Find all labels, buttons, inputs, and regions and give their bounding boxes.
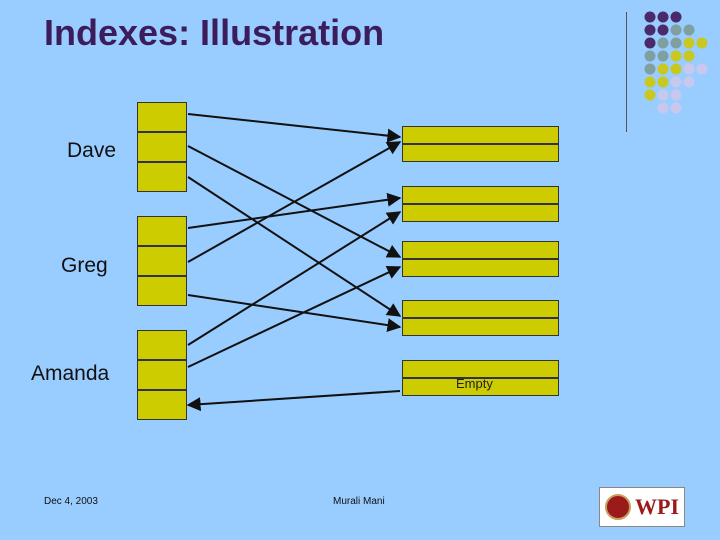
record-cell xyxy=(402,318,559,336)
footer-date: Dec 4, 2003 xyxy=(44,496,98,507)
decor-dot xyxy=(644,63,656,75)
decor-dot xyxy=(683,63,695,75)
record-cell xyxy=(402,144,559,162)
slide-title: Indexes: Illustration xyxy=(44,12,385,53)
index-cell xyxy=(137,276,187,306)
record-cell xyxy=(402,241,559,259)
pointer-arrow xyxy=(187,294,402,333)
index-label-greg: Greg xyxy=(61,254,108,277)
decor-dot xyxy=(670,37,682,49)
record-cell xyxy=(402,300,559,318)
index-cell xyxy=(137,246,187,276)
record-cell xyxy=(402,360,559,378)
pointer-arrow xyxy=(187,141,402,263)
decor-dot xyxy=(644,37,656,49)
pointer-arrow xyxy=(187,176,402,317)
record-cell xyxy=(402,126,559,144)
decor-dot xyxy=(670,89,682,101)
record-cell xyxy=(402,259,559,277)
pointer-arrow xyxy=(186,390,401,412)
decor-dot xyxy=(657,37,669,49)
decor-dot xyxy=(683,37,695,49)
index-cell xyxy=(137,102,187,132)
decor-dot xyxy=(670,76,682,88)
index-label-amanda: Amanda xyxy=(31,362,110,385)
decor-dot xyxy=(644,11,656,23)
pointer-arrow xyxy=(187,113,402,143)
index-cell xyxy=(137,390,187,420)
decor-dot xyxy=(670,50,682,62)
record-cell xyxy=(402,378,559,396)
decor-dot xyxy=(657,89,669,101)
decor-dot xyxy=(644,24,656,36)
decor-dot xyxy=(657,11,669,23)
decor-dot xyxy=(657,63,669,75)
decor-dot xyxy=(644,76,656,88)
record-cell xyxy=(402,186,559,204)
index-cell xyxy=(137,330,187,360)
decor-dot xyxy=(683,76,695,88)
index-cell xyxy=(137,132,187,162)
decor-dot xyxy=(644,50,656,62)
pointer-arrow xyxy=(187,266,402,368)
index-cell xyxy=(137,162,187,192)
pointer-arrow xyxy=(187,192,402,229)
footer-author: Murali Mani xyxy=(333,496,385,507)
decor-dot xyxy=(644,89,656,101)
logo-text: WPI xyxy=(635,494,679,519)
decor-dot xyxy=(657,24,669,36)
empty-label: Empty xyxy=(456,376,493,391)
decor-divider xyxy=(626,12,627,132)
decor-dot xyxy=(696,63,708,75)
decor-dot xyxy=(683,50,695,62)
seal-icon xyxy=(605,494,631,520)
decor-dot xyxy=(670,11,682,23)
decor-dot xyxy=(670,24,682,36)
index-label-dave: Dave xyxy=(67,139,117,162)
decor-dot xyxy=(683,24,695,36)
index-cell xyxy=(137,360,187,390)
decor-dot xyxy=(657,76,669,88)
decor-dot xyxy=(670,63,682,75)
decor-dot xyxy=(696,37,708,49)
index-cell xyxy=(137,216,187,246)
pointer-arrow xyxy=(187,145,402,258)
decor-dot xyxy=(657,50,669,62)
decor-dot xyxy=(657,102,669,114)
wpi-logo-icon: WPI xyxy=(599,487,685,527)
record-cell xyxy=(402,204,559,222)
pointer-arrow xyxy=(187,211,402,346)
decor-dot xyxy=(670,102,682,114)
